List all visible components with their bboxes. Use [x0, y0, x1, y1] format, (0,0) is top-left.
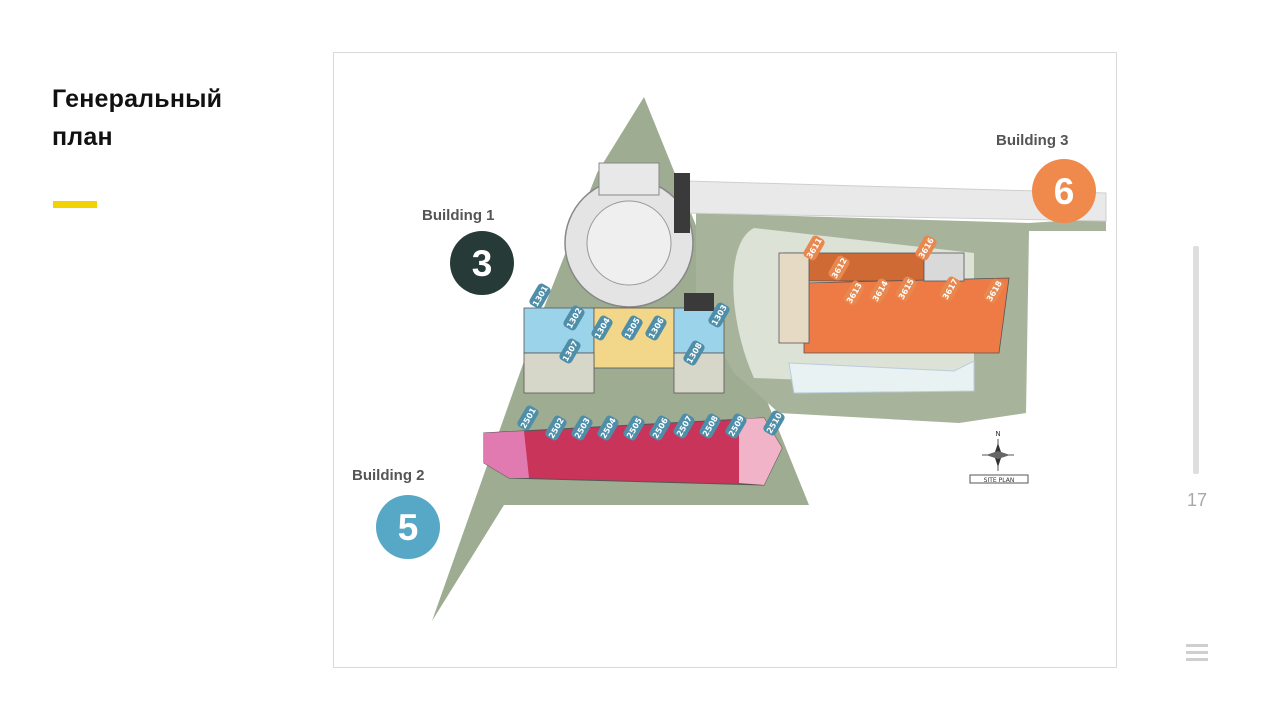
building2-badge: 5 — [376, 495, 440, 559]
building2-number: 5 — [398, 507, 419, 548]
site-plan-frame: 1301 1302 1304 1305 1306 1303 1307 1308 … — [333, 52, 1117, 668]
building1-units — [523, 293, 725, 394]
page-scroll-indicator[interactable] — [1193, 246, 1199, 474]
building2-badge-circle — [376, 495, 440, 559]
plan-legend-label: SITE PLAN — [984, 477, 1015, 484]
building1-badge-circle — [450, 231, 514, 295]
building1-label: Building 1 — [422, 207, 495, 224]
building1-parking — [564, 162, 694, 308]
building1-badge: 3 — [450, 231, 514, 295]
pool — [788, 360, 975, 394]
hamburger-menu-icon[interactable] — [1186, 642, 1208, 664]
building3-label: Building 3 — [996, 132, 1069, 149]
plan-legend: SITE PLAN — [969, 474, 1029, 484]
compass-label: N — [995, 430, 1000, 438]
site-plan-map: 1301 1302 1304 1305 1306 1303 1307 1308 … — [352, 97, 1107, 621]
building1-number: 3 — [472, 243, 493, 284]
unit-tags-building2: 2501 2502 2503 2504 2505 2506 2507 2508 … — [517, 405, 785, 441]
building3-number: 6 — [1054, 171, 1075, 212]
building3-badge: 6 — [1032, 159, 1096, 223]
compass-icon: N — [982, 430, 1014, 471]
page-title: Генеральный план — [52, 85, 223, 151]
building2-label: Building 2 — [352, 467, 425, 484]
building3-badge-circle — [1032, 159, 1096, 223]
title-accent-bar — [53, 201, 97, 208]
page-number: 17 — [1186, 490, 1208, 510]
